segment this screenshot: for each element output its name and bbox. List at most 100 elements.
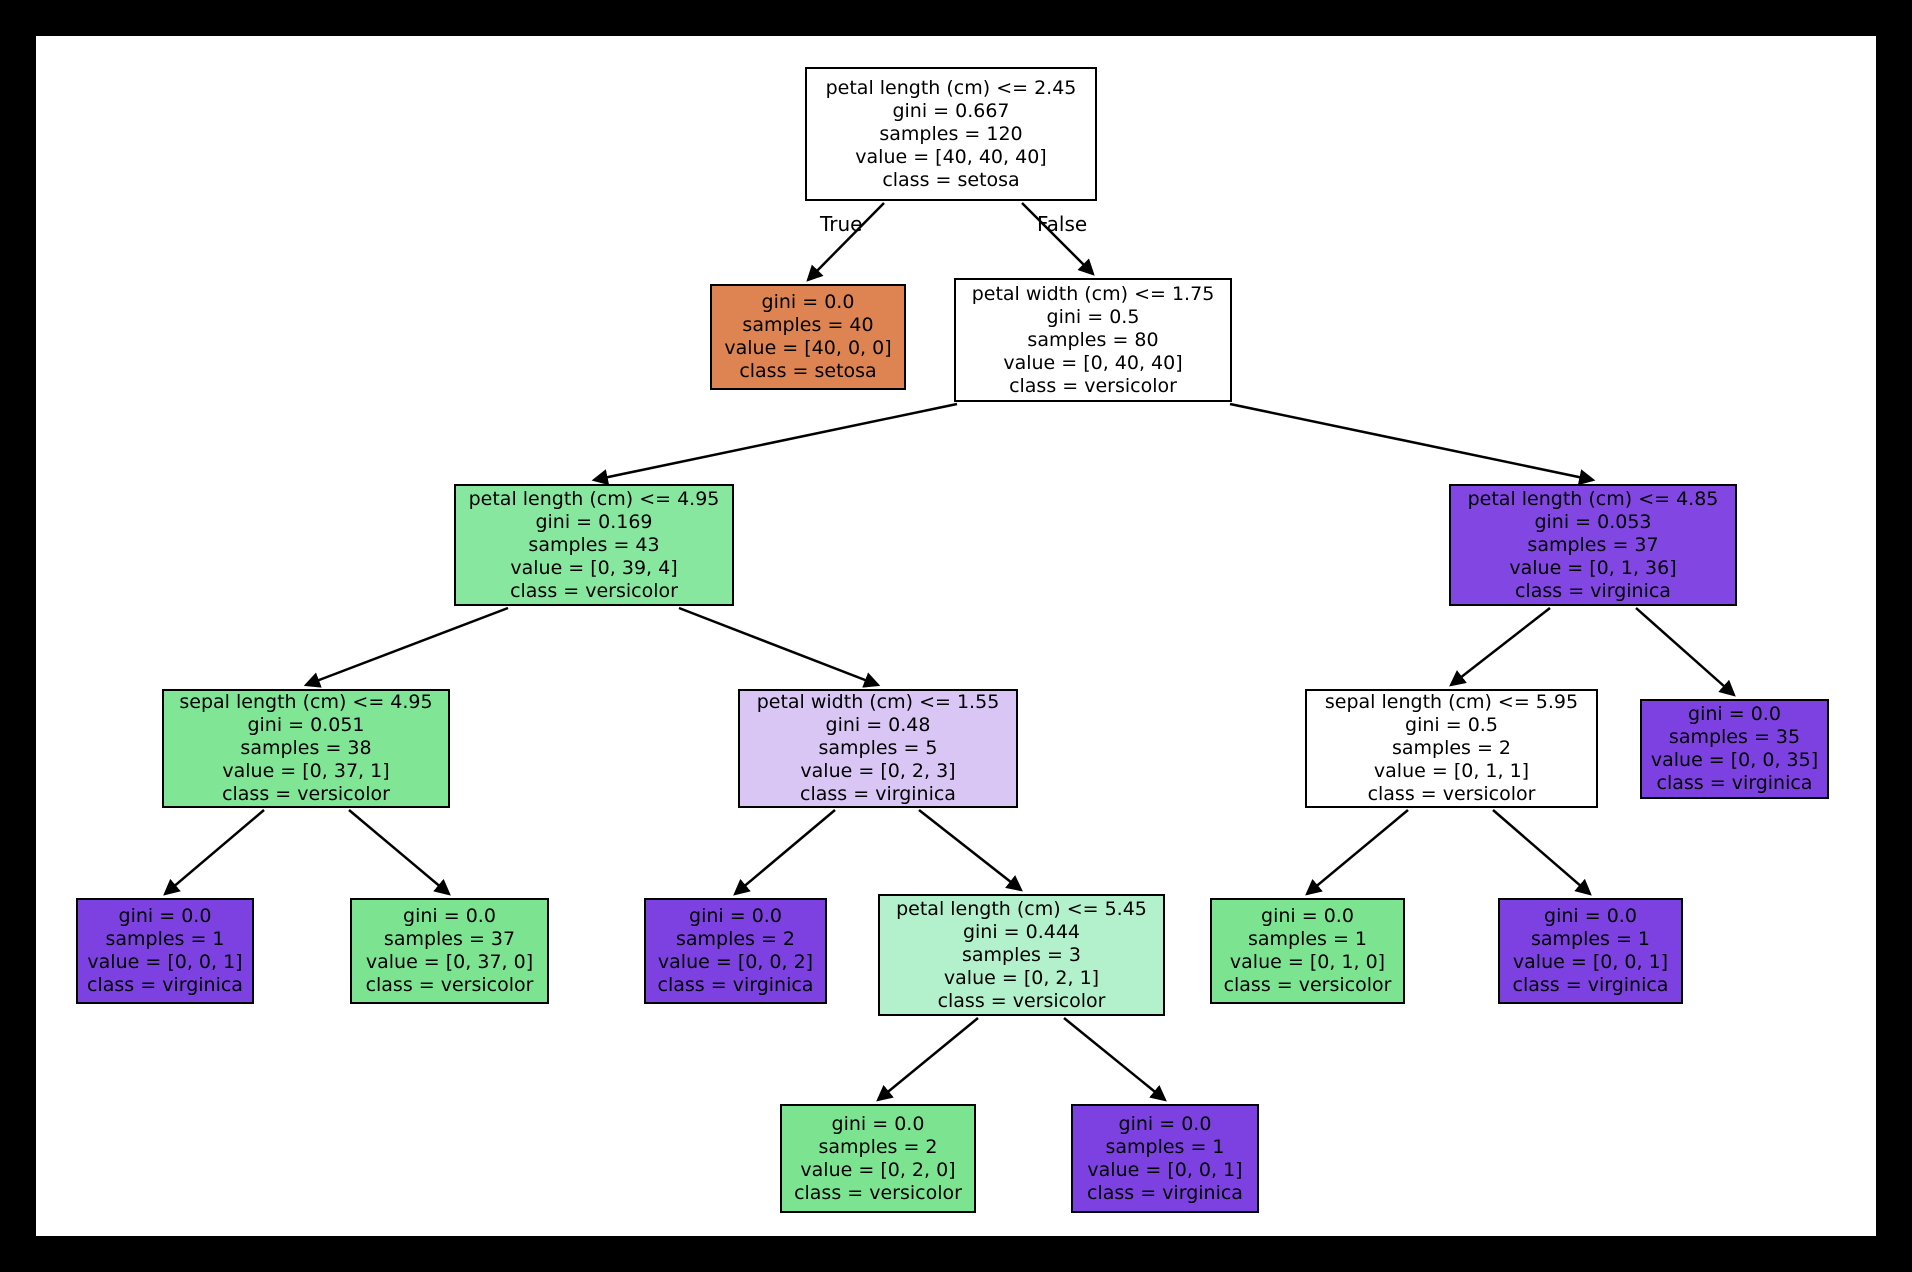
class-line: class = virginica (1656, 772, 1813, 794)
class-line: class = virginica (800, 783, 956, 805)
edge-root-true (806, 202, 885, 282)
class-line: class = virginica (1515, 579, 1671, 602)
gini-line: gini = 0.0 (403, 905, 496, 927)
gini-line: gini = 0.0 (1261, 905, 1354, 927)
edge-pl495-left (303, 606, 509, 688)
split-condition: petal length (cm) <= 5.45 (896, 897, 1147, 920)
samples-line: samples = 1 (1530, 928, 1651, 950)
samples-line: samples = 120 (879, 122, 1023, 145)
gini-line: gini = 0.169 (535, 510, 653, 533)
value-line: value = [0, 2, 3] (800, 760, 956, 782)
samples-line: samples = 3 (961, 943, 1082, 966)
edge-pw155-left (733, 809, 836, 896)
value-line: value = [0, 1, 36] (1509, 556, 1677, 579)
split-condition: petal length (cm) <= 4.85 (1467, 487, 1719, 510)
class-line: class = virginica (1087, 1181, 1243, 1204)
samples-line: samples = 2 (675, 928, 796, 950)
samples-line: samples = 35 (1668, 726, 1801, 748)
samples-line: samples = 5 (818, 737, 938, 759)
value-line: value = [0, 0, 1] (87, 951, 243, 973)
class-line: class = versicolor (1223, 974, 1392, 996)
gini-line: gini = 0.0 (1688, 703, 1781, 725)
node-virginica-leaf-f: gini = 0.0 samples = 1 value = [0, 0, 1]… (1071, 1104, 1259, 1213)
edge-sl495-left (163, 809, 265, 896)
edge-sl495-right (348, 809, 451, 896)
split-condition: petal length (cm) <= 4.95 (468, 487, 720, 510)
split-condition: sepal length (cm) <= 5.95 (1324, 691, 1579, 713)
value-line: value = [0, 0, 2] (657, 951, 814, 973)
gini-line: gini = 0.0 (761, 291, 855, 313)
edge-pw175-right (1229, 402, 1596, 486)
samples-line: samples = 1 (1105, 1135, 1225, 1158)
node-virginica-leaf-35: gini = 0.0 samples = 35 value = [0, 0, 3… (1640, 699, 1829, 799)
gini-line: gini = 0.0 (1544, 905, 1637, 927)
samples-line: samples = 2 (818, 1135, 938, 1158)
samples-line: samples = 37 (1527, 533, 1659, 556)
gini-line: gini = 0.053 (1534, 510, 1652, 533)
node-virginica-leaf-b: gini = 0.0 samples = 2 value = [0, 0, 2]… (644, 898, 827, 1004)
node-petal-length-5-45: petal length (cm) <= 5.45 gini = 0.444 s… (878, 894, 1165, 1016)
class-line: class = versicolor (365, 974, 534, 996)
split-condition: sepal length (cm) <= 4.95 (179, 691, 433, 713)
edge-sl595-right (1492, 809, 1592, 896)
edge-pl495-right (678, 606, 881, 688)
value-line: value = [0, 2, 0] (800, 1158, 956, 1181)
node-versicolor-leaf-c: gini = 0.0 samples = 1 value = [0, 1, 0]… (1210, 898, 1405, 1004)
edge-pw155-right (918, 809, 1023, 892)
class-line: class = virginica (87, 974, 243, 996)
edge-pl485-right (1635, 607, 1736, 697)
class-line: class = versicolor (1009, 374, 1177, 397)
node-root: petal length (cm) <= 2.45 gini = 0.667 s… (805, 67, 1097, 201)
value-line: value = [0, 0, 35] (1650, 749, 1819, 771)
value-line: value = [0, 0, 1] (1087, 1158, 1243, 1181)
edge-pl485-left (1449, 607, 1551, 687)
class-line: class = versicolor (794, 1181, 962, 1204)
class-line: class = virginica (1512, 974, 1669, 996)
class-line: class = virginica (657, 974, 814, 996)
false-branch-label: False (1037, 212, 1088, 236)
gini-line: gini = 0.444 (962, 920, 1081, 943)
samples-line: samples = 38 (240, 737, 372, 759)
gini-line: gini = 0.0 (689, 905, 782, 927)
split-condition: petal length (cm) <= 2.45 (825, 76, 1077, 99)
split-condition: petal width (cm) <= 1.75 (971, 282, 1215, 305)
value-line: value = [40, 40, 40] (855, 145, 1047, 168)
edge-pw175-left (591, 402, 958, 486)
class-line: class = versicolor (222, 783, 390, 805)
node-petal-length-4-85: petal length (cm) <= 4.85 gini = 0.053 s… (1449, 484, 1737, 606)
value-line: value = [0, 40, 40] (1003, 351, 1183, 374)
class-line: class = setosa (739, 360, 877, 382)
value-line: value = [0, 0, 1] (1512, 951, 1669, 973)
gini-line: gini = 0.5 (1046, 305, 1140, 328)
node-sepal-length-5-95: sepal length (cm) <= 5.95 gini = 0.5 sam… (1305, 689, 1598, 808)
node-sepal-length-4-95: sepal length (cm) <= 4.95 gini = 0.051 s… (162, 689, 450, 808)
class-line: class = versicolor (510, 579, 678, 602)
edge-pl545-left (876, 1017, 979, 1102)
node-versicolor-leaf-e: gini = 0.0 samples = 2 value = [0, 2, 0]… (780, 1104, 976, 1213)
node-virginica-leaf-d: gini = 0.0 samples = 1 value = [0, 0, 1]… (1498, 898, 1683, 1004)
gini-line: gini = 0.5 (1405, 714, 1498, 736)
node-setosa-leaf: gini = 0.0 samples = 40 value = [40, 0, … (710, 284, 906, 390)
edge-pl545-right (1063, 1017, 1167, 1102)
samples-line: samples = 43 (528, 533, 660, 556)
value-line: value = [0, 1, 0] (1229, 951, 1386, 973)
node-petal-width-1-75: petal width (cm) <= 1.75 gini = 0.5 samp… (954, 278, 1232, 402)
value-line: value = [0, 2, 1] (943, 966, 1100, 989)
edge-sl595-left (1305, 809, 1409, 896)
class-line: class = versicolor (1367, 783, 1536, 805)
node-virginica-leaf-a: gini = 0.0 samples = 1 value = [0, 0, 1]… (76, 898, 254, 1004)
node-versicolor-leaf-37: gini = 0.0 samples = 37 value = [0, 37, … (350, 898, 549, 1004)
class-line: class = setosa (882, 168, 1020, 191)
samples-line: samples = 1 (105, 928, 225, 950)
split-condition: petal width (cm) <= 1.55 (756, 691, 1000, 713)
node-petal-width-1-55: petal width (cm) <= 1.55 gini = 0.48 sam… (738, 689, 1018, 808)
gini-line: gini = 0.051 (247, 714, 365, 736)
edge-root-false (1021, 202, 1095, 276)
true-branch-label: True (820, 212, 863, 236)
samples-line: samples = 40 (742, 314, 874, 336)
value-line: value = [0, 1, 1] (1373, 760, 1530, 782)
gini-line: gini = 0.0 (118, 905, 212, 927)
samples-line: samples = 80 (1027, 328, 1159, 351)
node-petal-length-4-95: petal length (cm) <= 4.95 gini = 0.169 s… (454, 484, 734, 606)
gini-line: gini = 0.667 (892, 99, 1010, 122)
